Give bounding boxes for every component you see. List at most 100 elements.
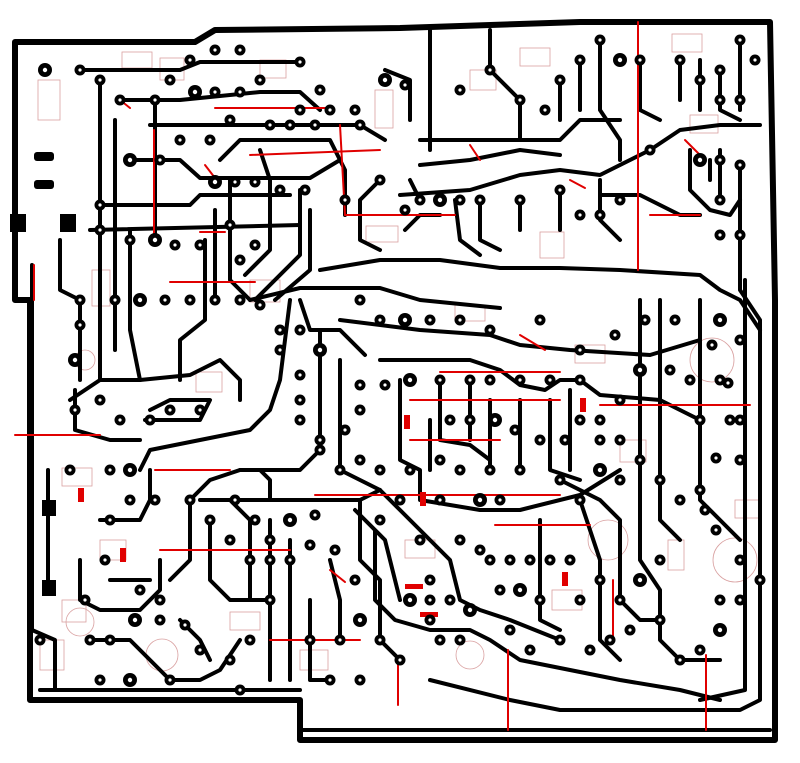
drill-hole bbox=[458, 638, 462, 642]
drill-hole bbox=[128, 498, 132, 502]
drill-hole bbox=[538, 318, 542, 322]
drill-hole bbox=[88, 638, 92, 642]
connector-pad bbox=[10, 214, 26, 232]
drill-hole bbox=[726, 381, 730, 385]
drill-hole bbox=[648, 148, 652, 152]
drill-hole bbox=[698, 648, 702, 652]
drill-hole bbox=[428, 618, 432, 622]
drill-hole bbox=[703, 508, 707, 512]
copper-layer bbox=[12, 19, 778, 743]
drill-hole bbox=[253, 518, 257, 522]
drill-hole bbox=[438, 458, 442, 462]
drill-hole bbox=[548, 378, 552, 382]
drill-hole bbox=[492, 417, 498, 423]
drill-hole bbox=[478, 198, 482, 202]
red-pad bbox=[404, 415, 410, 429]
drill-hole bbox=[212, 179, 218, 185]
drill-hole bbox=[558, 638, 562, 642]
drill-hole bbox=[328, 108, 332, 112]
component-outline bbox=[37, 79, 61, 121]
drill-hole bbox=[168, 678, 172, 682]
drill-hole bbox=[78, 68, 82, 72]
drill-hole bbox=[513, 428, 517, 432]
drill-hole bbox=[238, 688, 242, 692]
drill-hole bbox=[198, 243, 202, 247]
drill-hole bbox=[127, 157, 133, 163]
drill-hole bbox=[697, 157, 703, 163]
drill-hole bbox=[253, 243, 257, 247]
drill-hole bbox=[658, 478, 662, 482]
component-outline bbox=[374, 89, 394, 129]
connector-pad bbox=[42, 580, 56, 596]
drill-hole bbox=[558, 78, 562, 82]
drill-hole bbox=[568, 558, 572, 562]
silkscreen-layer bbox=[37, 33, 762, 672]
drill-hole bbox=[488, 468, 492, 472]
drill-hole bbox=[638, 58, 642, 62]
component-outline bbox=[667, 539, 685, 571]
connector-pad bbox=[60, 214, 76, 232]
drill-hole bbox=[508, 628, 512, 632]
drill-hole bbox=[213, 90, 217, 94]
drill-hole bbox=[248, 638, 252, 642]
center-trace bbox=[428, 378, 582, 482]
drill-hole bbox=[637, 367, 643, 373]
drill-hole bbox=[78, 298, 82, 302]
drill-hole bbox=[228, 658, 232, 662]
drill-hole bbox=[458, 198, 462, 202]
drill-hole bbox=[717, 317, 723, 323]
drill-hole bbox=[68, 468, 72, 472]
drill-hole bbox=[598, 38, 602, 42]
jumper-wire bbox=[329, 569, 346, 583]
bottom-trace bbox=[78, 468, 242, 682]
drill-hole bbox=[518, 468, 522, 472]
drill-hole bbox=[598, 578, 602, 582]
drill-hole bbox=[668, 368, 672, 372]
drill-hole bbox=[108, 468, 112, 472]
drill-hole bbox=[398, 498, 402, 502]
connector-pad bbox=[34, 152, 54, 161]
drill-hole bbox=[738, 598, 742, 602]
drill-hole bbox=[238, 298, 242, 302]
drill-hole bbox=[378, 468, 382, 472]
component-outline bbox=[195, 371, 223, 393]
drill-hole bbox=[563, 438, 567, 442]
drill-hole bbox=[148, 418, 152, 422]
drill-hole bbox=[248, 558, 252, 562]
component-outline bbox=[65, 607, 95, 637]
component-outline bbox=[469, 69, 497, 91]
jumper-wire bbox=[519, 334, 546, 351]
drill-hole bbox=[238, 90, 242, 94]
drill-hole bbox=[658, 558, 662, 562]
drill-hole bbox=[678, 58, 682, 62]
drill-hole bbox=[738, 458, 742, 462]
drill-hole bbox=[357, 617, 363, 623]
drill-hole bbox=[618, 438, 622, 442]
drill-hole bbox=[298, 328, 302, 332]
component-outline bbox=[671, 33, 703, 53]
drill-hole bbox=[458, 468, 462, 472]
drill-hole bbox=[253, 180, 257, 184]
drill-hole bbox=[588, 648, 592, 652]
drill-hole bbox=[673, 318, 677, 322]
drill-hole bbox=[428, 598, 432, 602]
drill-hole bbox=[83, 598, 87, 602]
drill-hole bbox=[678, 498, 682, 502]
drill-hole bbox=[318, 438, 322, 442]
drill-hole bbox=[198, 648, 202, 652]
drill-hole bbox=[468, 418, 472, 422]
drill-hole bbox=[208, 138, 212, 142]
drill-hole bbox=[353, 108, 357, 112]
drill-hole bbox=[488, 558, 492, 562]
connector-pad bbox=[34, 180, 54, 189]
drill-hole bbox=[213, 48, 217, 52]
drill-hole bbox=[643, 318, 647, 322]
drill-hole bbox=[153, 498, 157, 502]
drill-hole bbox=[132, 617, 138, 623]
drill-hole bbox=[467, 607, 473, 613]
drill-hole bbox=[678, 658, 682, 662]
drill-hole bbox=[738, 233, 742, 237]
drill-hole bbox=[127, 467, 133, 473]
drill-hole bbox=[407, 597, 413, 603]
center-trace bbox=[338, 358, 562, 662]
